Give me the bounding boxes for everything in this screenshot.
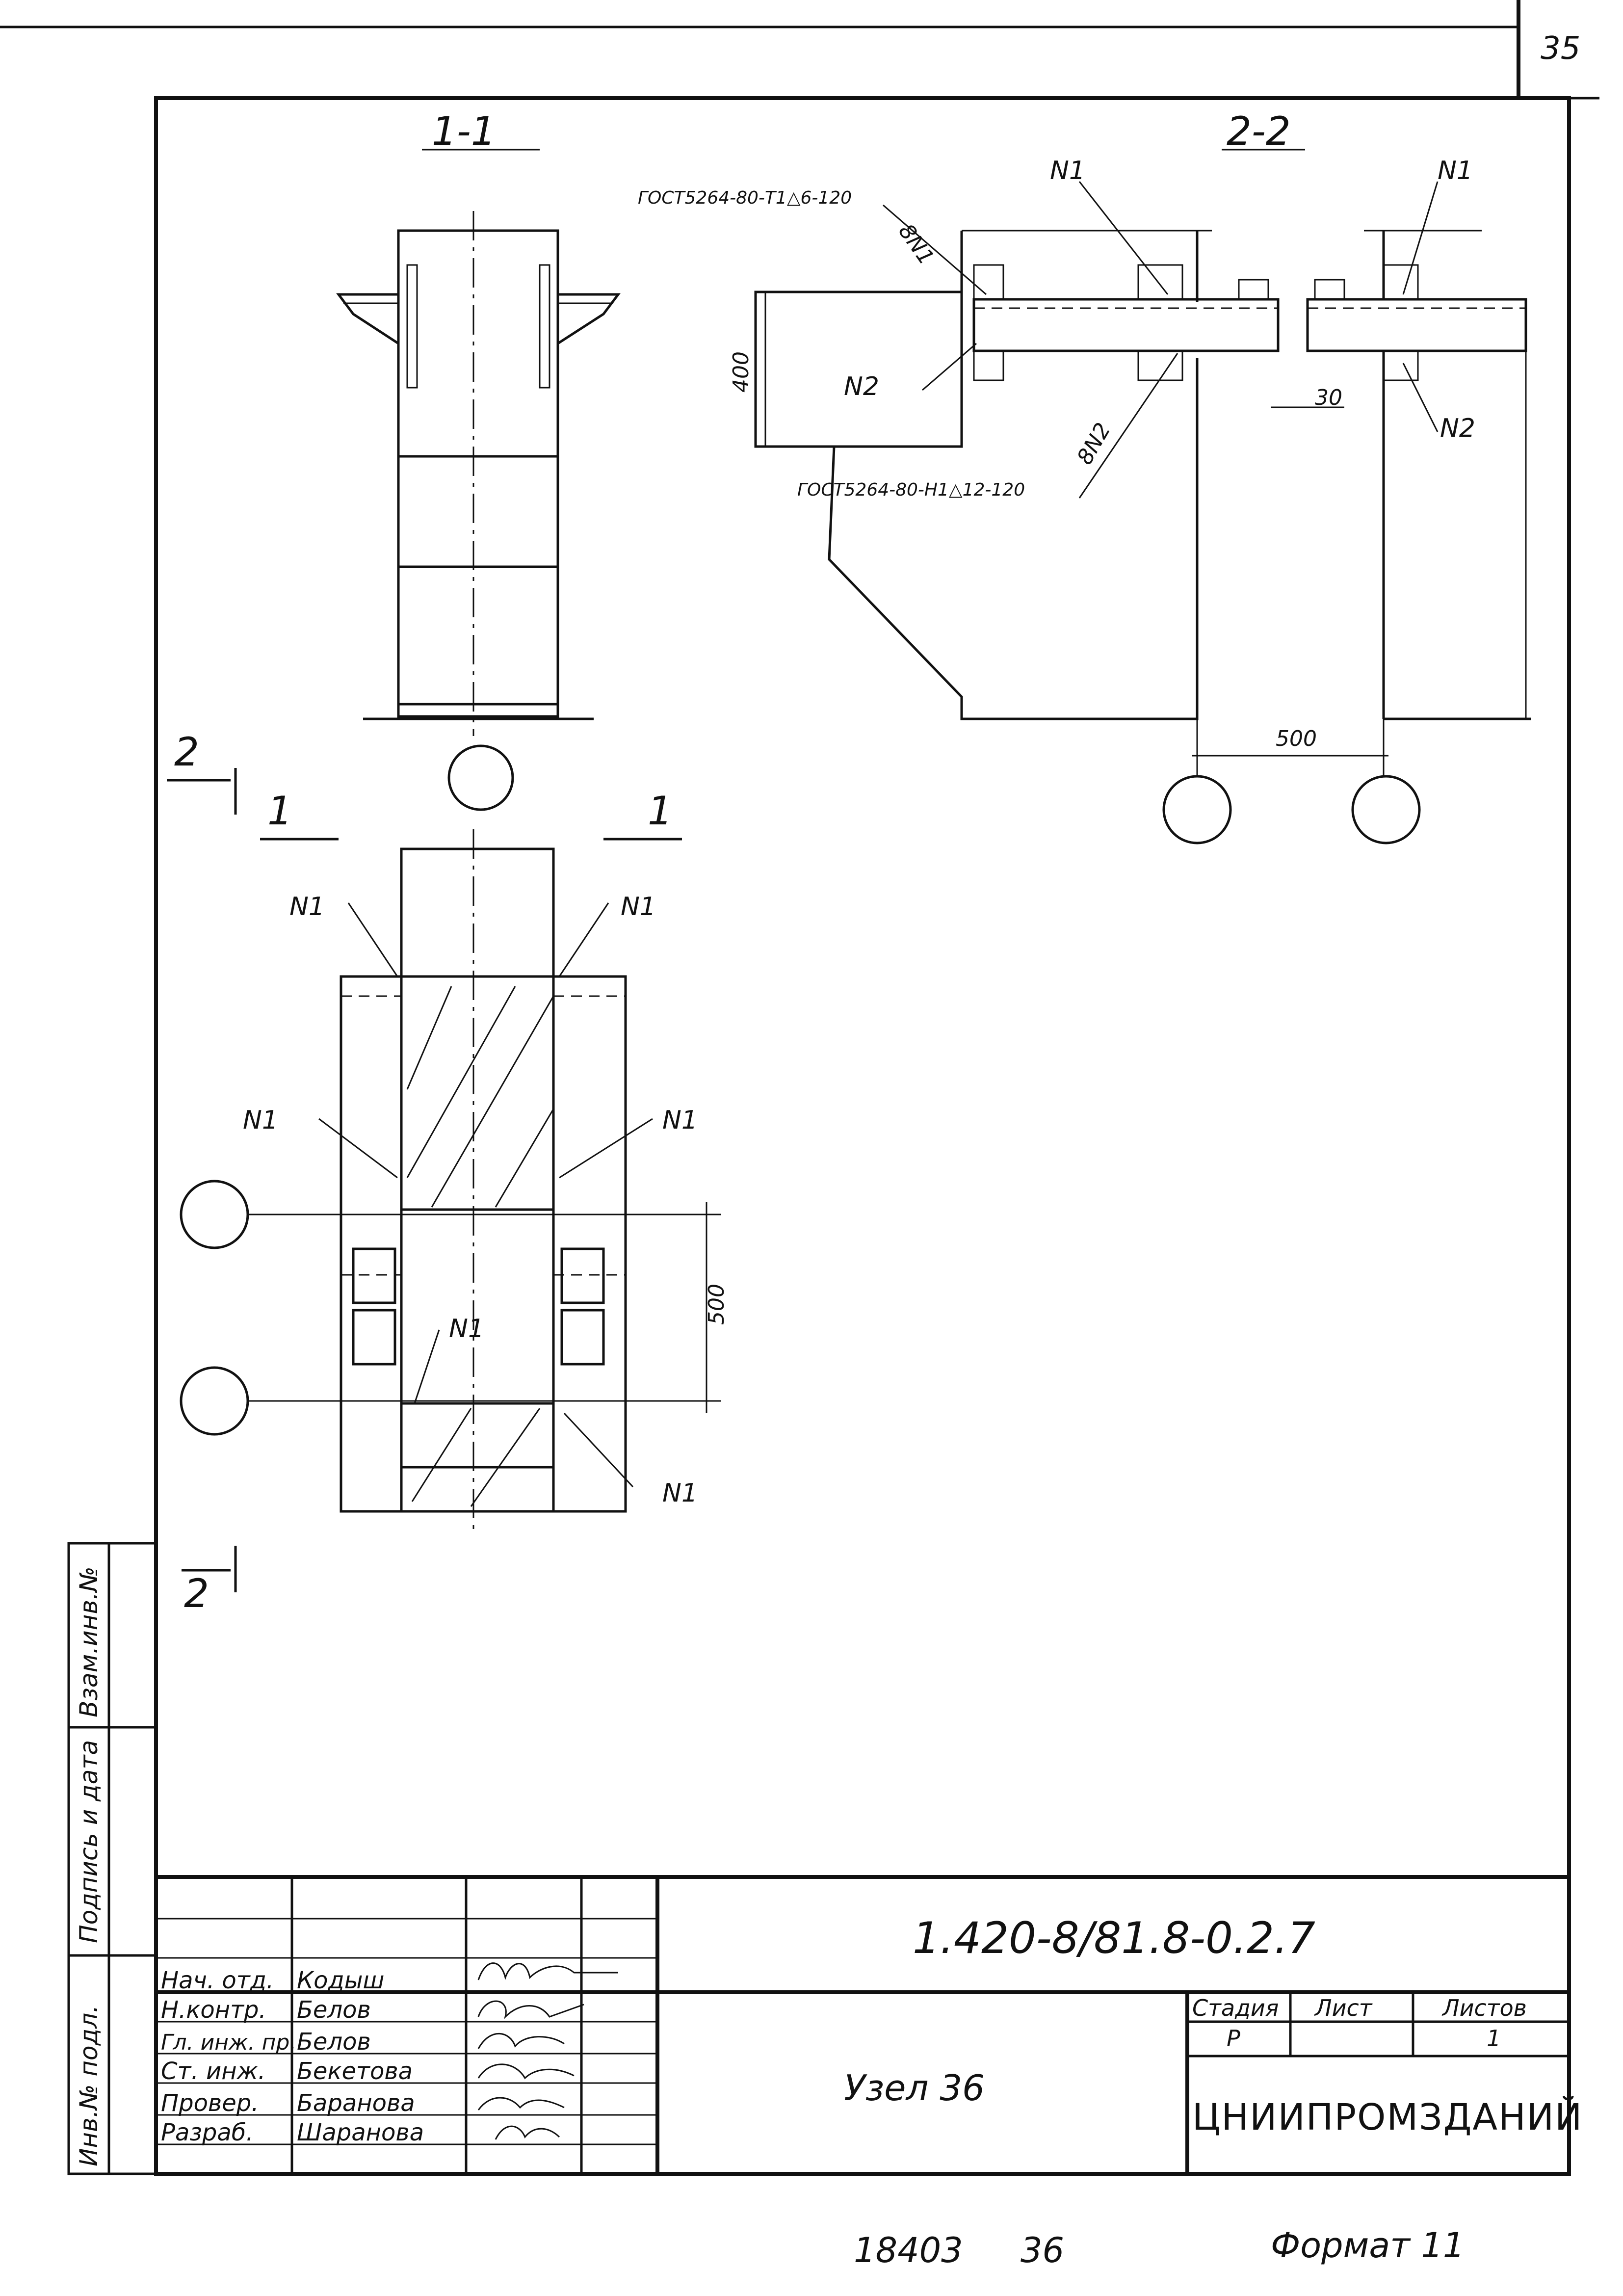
dimension-30: 30 <box>1315 385 1342 410</box>
footer-sheet-number: 36 <box>1021 2230 1064 2270</box>
sig-name-6: Шаранова <box>297 2119 424 2146</box>
document-code: 1.420-8/81.8-0.2.7 <box>913 1913 1315 1963</box>
sig-name-5: Баранова <box>297 2089 415 2117</box>
cut-1-left-label: 1 <box>267 788 292 834</box>
sig-name-4: Бекетова <box>297 2058 413 2085</box>
dimension-500-vertical: 500 <box>704 1284 729 1325</box>
organization-name: ЦНИИПРОМЗДАНИЙ <box>1192 2095 1583 2138</box>
footer-inventory-number: 18403 <box>854 2230 963 2270</box>
weld-spec-top: ГОСТ5264-80-Т1△6-120 <box>638 188 852 208</box>
side-inv-original: Инв.№ подл. <box>75 2005 103 2166</box>
stage-header: Стадия <box>1192 1995 1279 2021</box>
cut-2-top-label: 2 <box>174 729 199 775</box>
handwritten-signatures <box>477 1962 618 2140</box>
n1-label-plan-4: N1 <box>662 1106 698 1135</box>
n1-label-plan-6: N1 <box>662 1478 698 1508</box>
sig-role-4: Ст. инж. <box>161 2058 265 2085</box>
n1-label-plan-5: N1 <box>449 1314 484 1344</box>
sig-name-2: Белов <box>297 1996 371 2024</box>
n1-label-2-2-right: N1 <box>1438 156 1473 185</box>
sig-role-2: Н.контр. <box>161 1996 266 2024</box>
sheet-title: Узел 36 <box>844 2067 985 2109</box>
side-sign-date: Подпись и дата <box>75 1740 103 1943</box>
sig-name-3: Белов <box>297 2028 371 2056</box>
cut-1-right-label: 1 <box>648 788 673 834</box>
plan-view <box>167 768 721 1592</box>
section-1-1-title: 1-1 <box>432 108 496 154</box>
sheets-header: Листов <box>1441 1995 1527 2021</box>
n2-label-2-2-left: N2 <box>844 372 879 401</box>
weld-8n2-label: 8N2 <box>1072 419 1116 469</box>
n2-label-2-2-right: N2 <box>1440 414 1475 443</box>
sig-role-5: Провер. <box>161 2089 259 2117</box>
title-block-grid <box>156 1875 1569 2174</box>
dimension-500-horizontal: 500 <box>1276 726 1317 751</box>
stage-value: Р <box>1227 2025 1240 2052</box>
sig-role-1: Нач. отд. <box>161 1967 274 1994</box>
sheet-header: Лист <box>1314 1995 1373 2021</box>
side-strip <box>67 1542 157 2175</box>
n1-label-2-2-left: N1 <box>1050 156 1085 185</box>
sheets-value: 1 <box>1487 2025 1501 2052</box>
footer-format: Формат 11 <box>1271 2225 1465 2266</box>
n1-label-plan-1: N1 <box>289 892 325 922</box>
weld-8n1-label: 8N1 <box>893 219 939 269</box>
cut-2-bottom-label: 2 <box>184 1571 209 1616</box>
sig-name-1: Кодыш <box>297 1967 384 1994</box>
section-1-1-view <box>336 149 621 811</box>
section-2-2-view <box>754 149 1531 845</box>
side-replace-inv: Взам.инв.№ <box>75 1566 103 1717</box>
page-number: 35 <box>1541 30 1580 67</box>
sheet-frame <box>0 0 1599 2176</box>
weld-spec-bottom: ГОСТ5264-80-Н1△12-120 <box>797 480 1025 500</box>
n1-label-plan-2: N1 <box>621 892 656 922</box>
n1-label-plan-3: N1 <box>243 1106 278 1135</box>
sig-role-6: Разраб. <box>161 2119 254 2146</box>
dimension-400: 400 <box>729 351 754 393</box>
section-2-2-title: 2-2 <box>1227 108 1291 154</box>
sig-role-3: Гл. инж. пр. <box>161 2030 296 2055</box>
